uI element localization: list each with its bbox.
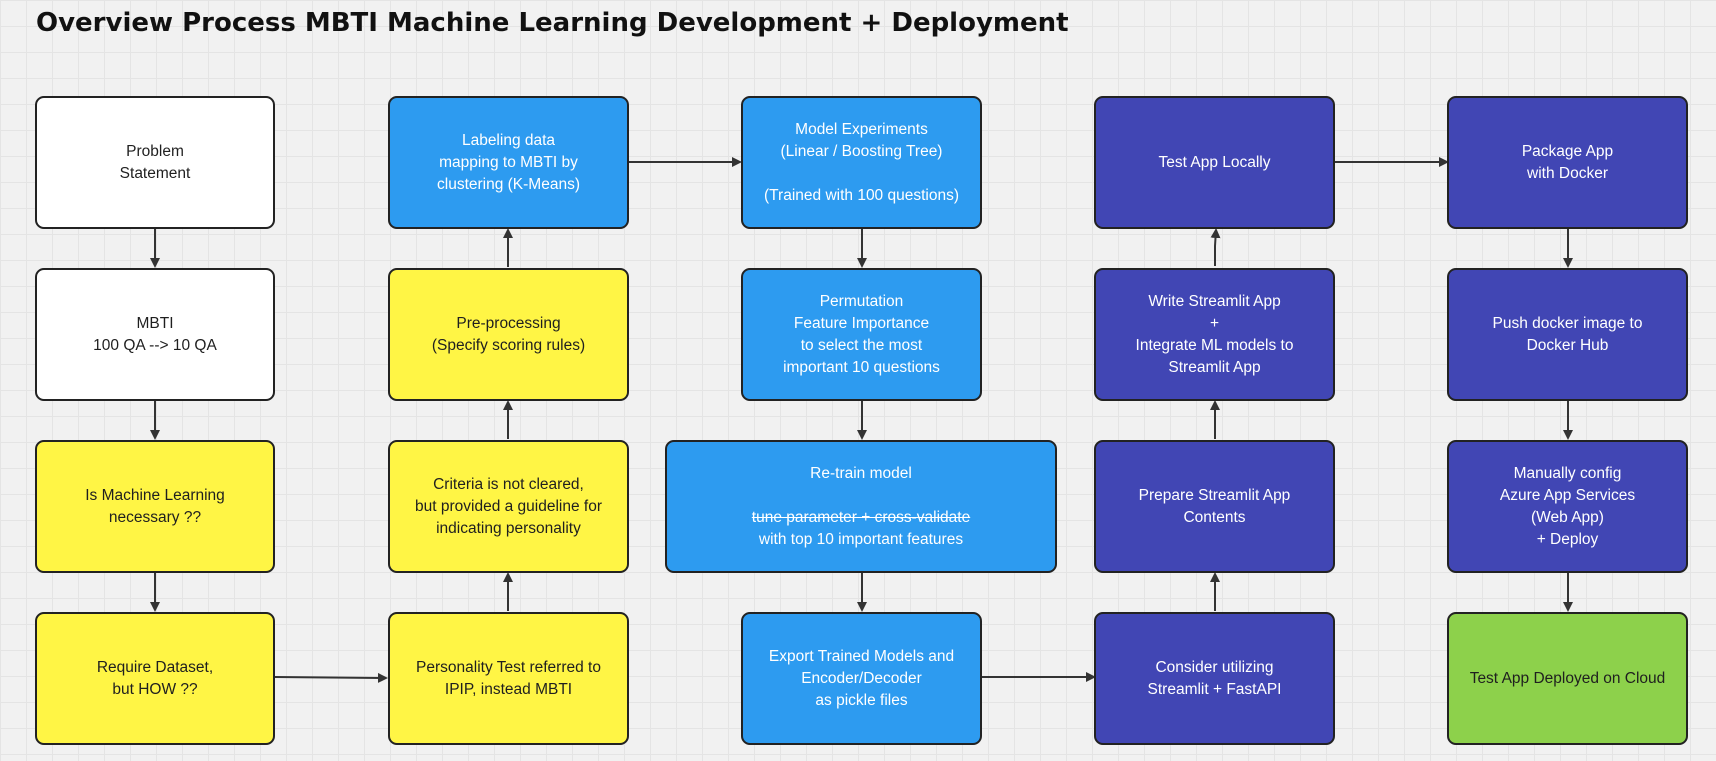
node-text-line: Consider utilizing	[1155, 658, 1274, 676]
node-text-line: 100 QA --> 10 QA	[93, 336, 217, 354]
node-text-line: Personality Test referred to	[416, 658, 601, 676]
node-text-line: Docker Hub	[1526, 336, 1609, 354]
node-push-docker-hub: Push docker image to Docker Hub	[1447, 268, 1688, 401]
node-text-line: Integrate ML models to	[1135, 336, 1294, 354]
node-text-line: Prepare Streamlit App	[1138, 486, 1291, 504]
node-model-experiments: Model Experiments (Linear / Boosting Tre…	[741, 96, 982, 229]
node-text-line: with top 10 important features	[758, 530, 964, 548]
node-test-deployed-cloud: Test App Deployed on Cloud	[1447, 612, 1688, 745]
node-text-line: but provided a guideline for	[415, 497, 602, 515]
node-azure-config-deploy: Manually config Azure App Services (Web …	[1447, 440, 1688, 573]
node-package-docker: Package App with Docker	[1447, 96, 1688, 229]
node-text-line: Permutation	[819, 292, 904, 310]
node-write-streamlit-app: Write Streamlit App + Integrate ML model…	[1094, 268, 1335, 401]
node-labeling-data: Labeling data mapping to MBTI by cluster…	[388, 96, 629, 229]
node-pre-processing: Pre-processing (Specify scoring rules)	[388, 268, 629, 401]
node-criteria: Criteria is not cleared, but provided a …	[388, 440, 629, 573]
node-text-line: Azure App Services	[1499, 486, 1636, 504]
node-require-dataset: Require Dataset, but HOW ??	[35, 612, 275, 745]
node-text-line: as pickle files	[815, 691, 908, 709]
arrow-write-to-test-local	[1210, 228, 1221, 266]
node-ml-necessary: Is Machine Learning necessary ??	[35, 440, 275, 573]
node-text-line: (Trained with 100 questions)	[764, 186, 959, 204]
node-text-line: Re-train model	[810, 464, 912, 482]
node-text-line: Test App Deployed on Cloud	[1469, 669, 1666, 687]
node-text-line: +	[1209, 314, 1220, 332]
arrow-dataset-to-ipip	[274, 672, 388, 683]
node-text-line: Streamlit + FastAPI	[1147, 680, 1282, 698]
node-text-line: Labeling data	[461, 131, 556, 149]
node-text-line: Contents	[1183, 508, 1246, 526]
node-text-line: Criteria is not cleared,	[433, 475, 584, 493]
node-mbti-qa: MBTI 100 QA --> 10 QA	[35, 268, 275, 401]
node-test-app-locally: Test App Locally	[1094, 96, 1335, 229]
node-text-line: Push docker image to	[1492, 314, 1643, 332]
node-prepare-contents: Prepare Streamlit App Contents	[1094, 440, 1335, 573]
node-text-line: mapping to MBTI by	[439, 153, 578, 171]
node-text-line: Pre-processing	[456, 314, 561, 332]
node-retrain-model: Re-train model tune parameter + cross-va…	[665, 440, 1057, 573]
node-text-line: Problem	[126, 142, 184, 160]
node-text-line: Package App	[1521, 142, 1614, 160]
node-text-line-struck: tune parameter + cross-validate	[751, 508, 971, 526]
node-permutation-importance: Permutation Feature Importance to select…	[741, 268, 982, 401]
node-text-line: important 10 questions	[783, 358, 940, 376]
node-text-line: (Specify scoring rules)	[431, 336, 586, 354]
node-text-line: Model Experiments	[795, 120, 928, 138]
node-text-line: Encoder/Decoder	[801, 669, 922, 687]
node-text-line: MBTI	[136, 314, 174, 332]
node-text-line: (Web App)	[1531, 508, 1604, 526]
node-problem-statement: Problem Statement	[35, 96, 275, 229]
node-text-line: Test App Locally	[1158, 153, 1271, 171]
node-text-line: Export Trained Models and	[768, 647, 955, 665]
node-text-line: + Deploy	[1536, 530, 1599, 548]
page-title: Overview Process MBTI Machine Learning D…	[36, 8, 1069, 38]
node-text-line: with Docker	[1527, 164, 1608, 182]
node-text-line: IPIP, instead MBTI	[444, 680, 573, 698]
node-text-line: to select the most	[800, 336, 923, 354]
node-text-line: Feature Importance	[793, 314, 930, 332]
node-text-line: Write Streamlit App	[1148, 292, 1281, 310]
node-text-line: Is Machine Learning	[85, 486, 225, 504]
node-text-line: Manually config	[1513, 464, 1622, 482]
node-text-line: (Linear / Boosting Tree)	[780, 142, 943, 160]
node-text-line: Require Dataset,	[96, 658, 214, 676]
node-text-line: Streamlit App	[1168, 358, 1261, 376]
node-text-line: indicating personality	[436, 519, 581, 537]
node-text-line: clustering (K-Means)	[437, 175, 580, 193]
node-text-line: necessary ??	[108, 508, 202, 526]
node-export-models: Export Trained Models and Encoder/Decode…	[741, 612, 982, 745]
node-personality-test-ipip: Personality Test referred to IPIP, inste…	[388, 612, 629, 745]
node-text-line: Statement	[119, 164, 191, 182]
node-consider-streamlit-fastapi: Consider utilizing Streamlit + FastAPI	[1094, 612, 1335, 745]
node-text-line: but HOW ??	[112, 680, 198, 698]
